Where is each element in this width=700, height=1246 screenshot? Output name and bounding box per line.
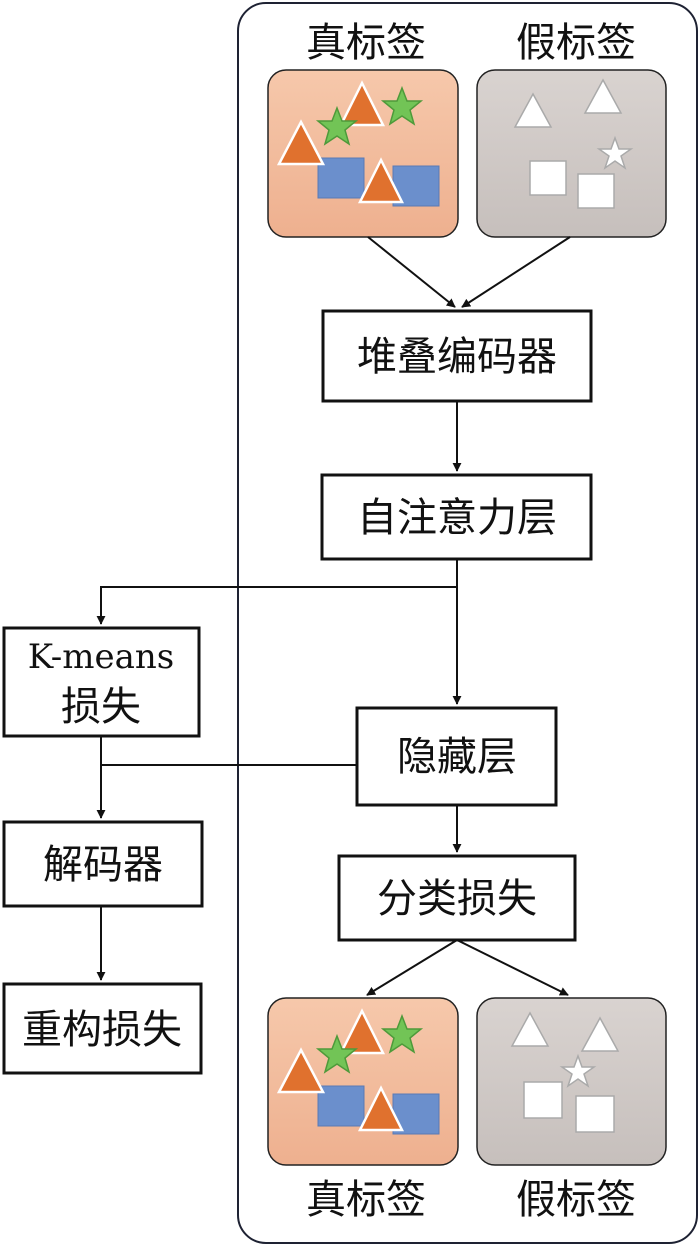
square-shape — [577, 173, 615, 209]
bottom-true-label: 真标签 — [306, 1177, 426, 1223]
top-false-panel — [476, 69, 667, 238]
kmeans-loss-label-line1: K-means — [28, 637, 174, 677]
arrow-false-to-encoder — [461, 236, 571, 308]
classification-loss-box: 分类损失 — [337, 854, 577, 942]
triangle-shape — [357, 1085, 405, 1132]
square-shape — [317, 1085, 365, 1127]
triangle-shape — [357, 157, 405, 204]
arrow-classification-to-true — [366, 939, 458, 996]
classification-loss-label: 分类损失 — [377, 876, 537, 922]
bottom-false-label: 假标签 — [516, 1177, 636, 1223]
triangle-shape — [276, 1047, 326, 1094]
outer-container — [237, 2, 698, 1244]
top-true-label: 真标签 — [306, 20, 426, 66]
triangle-shape — [338, 80, 386, 127]
stacked-encoder-label: 堆叠编码器 — [357, 334, 557, 380]
square-shape — [575, 1095, 615, 1133]
decoder-box: 解码器 — [2, 820, 204, 908]
hidden-layer-box: 隐藏层 — [355, 706, 558, 807]
stacked-encoder-box: 堆叠编码器 — [321, 309, 593, 403]
star-shape — [315, 1033, 359, 1074]
reconstruction-loss-box: 重构损失 — [2, 982, 203, 1075]
star-shape — [380, 85, 424, 126]
triangle-shape — [276, 119, 326, 166]
star-shape — [596, 135, 634, 170]
square-shape — [529, 160, 567, 196]
bottom-true-panel — [267, 997, 459, 1166]
square-shape — [523, 1081, 563, 1119]
triangle-shape — [580, 1016, 620, 1052]
top-true-panel — [267, 69, 459, 238]
star-shape — [315, 105, 359, 146]
self-attention-box: 自注意力层 — [320, 473, 593, 561]
triangle-shape — [338, 1008, 386, 1055]
hidden-layer-label: 隐藏层 — [397, 734, 517, 780]
triangle-shape — [513, 92, 553, 128]
star-shape — [559, 1053, 597, 1088]
decoder-label: 解码器 — [43, 842, 163, 888]
arrow-attention-to-kmeans — [96, 586, 457, 625]
bottom-false-panel — [476, 997, 667, 1166]
arrow-classification-to-false — [456, 939, 569, 996]
kmeans-loss-label-line2: 损失 — [61, 684, 141, 730]
reconstruction-loss-label: 重构损失 — [22, 1007, 182, 1053]
triangle-shape — [510, 1011, 550, 1047]
top-false-label: 假标签 — [516, 20, 636, 66]
square-shape — [317, 157, 365, 199]
arrow-true-to-encoder — [367, 236, 456, 308]
triangle-shape — [583, 78, 623, 114]
star-shape — [380, 1013, 424, 1054]
self-attention-label: 自注意力层 — [357, 495, 557, 541]
kmeans-loss-box: K-means 损失 — [2, 626, 201, 738]
